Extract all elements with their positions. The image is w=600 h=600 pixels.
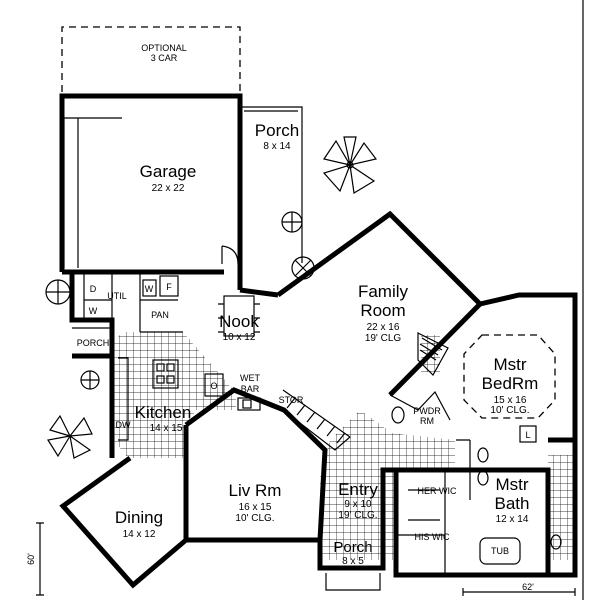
optional-garage-title: OPTIONAL <box>141 43 187 53</box>
entry-ceiling: 19' CLG. <box>338 510 377 521</box>
width-dimension: 62' <box>522 582 534 592</box>
wet-bar-label: WET <box>240 373 260 383</box>
family-ceiling: 19' CLG <box>365 333 402 344</box>
porch-front-size: 8 x 5 <box>342 556 364 567</box>
mstr-bath-size: 12 x 14 <box>496 514 529 525</box>
plant-top-right <box>322 136 378 194</box>
oven-label: O <box>210 381 217 391</box>
entry-label: Entry <box>338 480 378 499</box>
plant-dining <box>47 414 93 459</box>
landscape-plants <box>45 136 378 459</box>
mstr-bed-ceiling: 10' CLG. <box>490 405 529 416</box>
porch-back-size: 8 x 14 <box>263 141 291 152</box>
dining-size: 14 x 12 <box>123 529 156 540</box>
porch-front-label: Porch <box>333 539 372 556</box>
kitchen-size: 14 x 15 <box>150 423 183 434</box>
porch-back-label: Porch <box>255 121 299 140</box>
washer-label: W <box>89 306 98 316</box>
liv-label: Liv Rm <box>229 481 282 500</box>
family-label-2: Room <box>360 301 405 320</box>
dishwasher-label: DW <box>116 420 131 430</box>
mstr-bed-label: Mstr <box>493 355 526 374</box>
optional-garage-subtitle: 3 CAR <box>151 53 178 63</box>
family-size: 22 x 16 <box>367 322 400 333</box>
depth-dimension: 60' <box>26 553 36 565</box>
furnace-label: F <box>166 282 172 292</box>
pwdr-label: PWDR <box>413 406 441 416</box>
room-labels: Garage 22 x 22 Porch 8 x 14 Family Room … <box>26 121 538 592</box>
water-heater-label: W <box>145 284 154 294</box>
exterior-walls <box>59 93 578 589</box>
plant-living <box>80 370 100 390</box>
his-wic-label: HIS WIC <box>415 532 450 542</box>
stor-label: STOR <box>279 395 304 405</box>
wet-bar-label-2: BAR <box>241 384 260 394</box>
garage-label: Garage <box>140 162 197 181</box>
plant-util <box>45 279 71 305</box>
pwdr-label-2: RM <box>420 416 434 426</box>
tub-label: TUB <box>491 546 509 556</box>
family-label: Family <box>358 282 409 301</box>
interior-lines <box>36 0 584 600</box>
linen-label: L <box>525 430 530 440</box>
optional-garage: OPTIONAL 3 CAR <box>61 26 241 92</box>
pan-label: PAN <box>151 310 169 320</box>
tile-floor <box>112 332 575 560</box>
plant-garage-2 <box>291 256 315 280</box>
liv-ceiling: 10' CLG. <box>235 513 274 524</box>
liv-size: 16 x 15 <box>239 502 272 513</box>
mstr-bath-label-2: Bath <box>495 494 530 513</box>
mstr-bath-label: Mstr <box>495 475 528 494</box>
garage-size: 22 x 22 <box>152 183 185 194</box>
dryer-label: D <box>90 284 97 294</box>
plant-garage <box>281 211 303 233</box>
nook-size: 10 x 12 <box>223 332 256 343</box>
her-wic-label: HER WIC <box>418 486 457 496</box>
entry-size: 9 x 10 <box>344 499 372 510</box>
dining-label: Dining <box>115 508 163 527</box>
nook-label: Nook <box>219 312 259 331</box>
porch-side-label: PORCH <box>77 338 110 348</box>
mstr-bed-label-2: BedRm <box>482 374 539 393</box>
util-label: UTIL <box>107 291 127 301</box>
mstr-bed-size: 15 x 16 <box>494 395 527 406</box>
kitchen-label: Kitchen <box>135 403 192 422</box>
